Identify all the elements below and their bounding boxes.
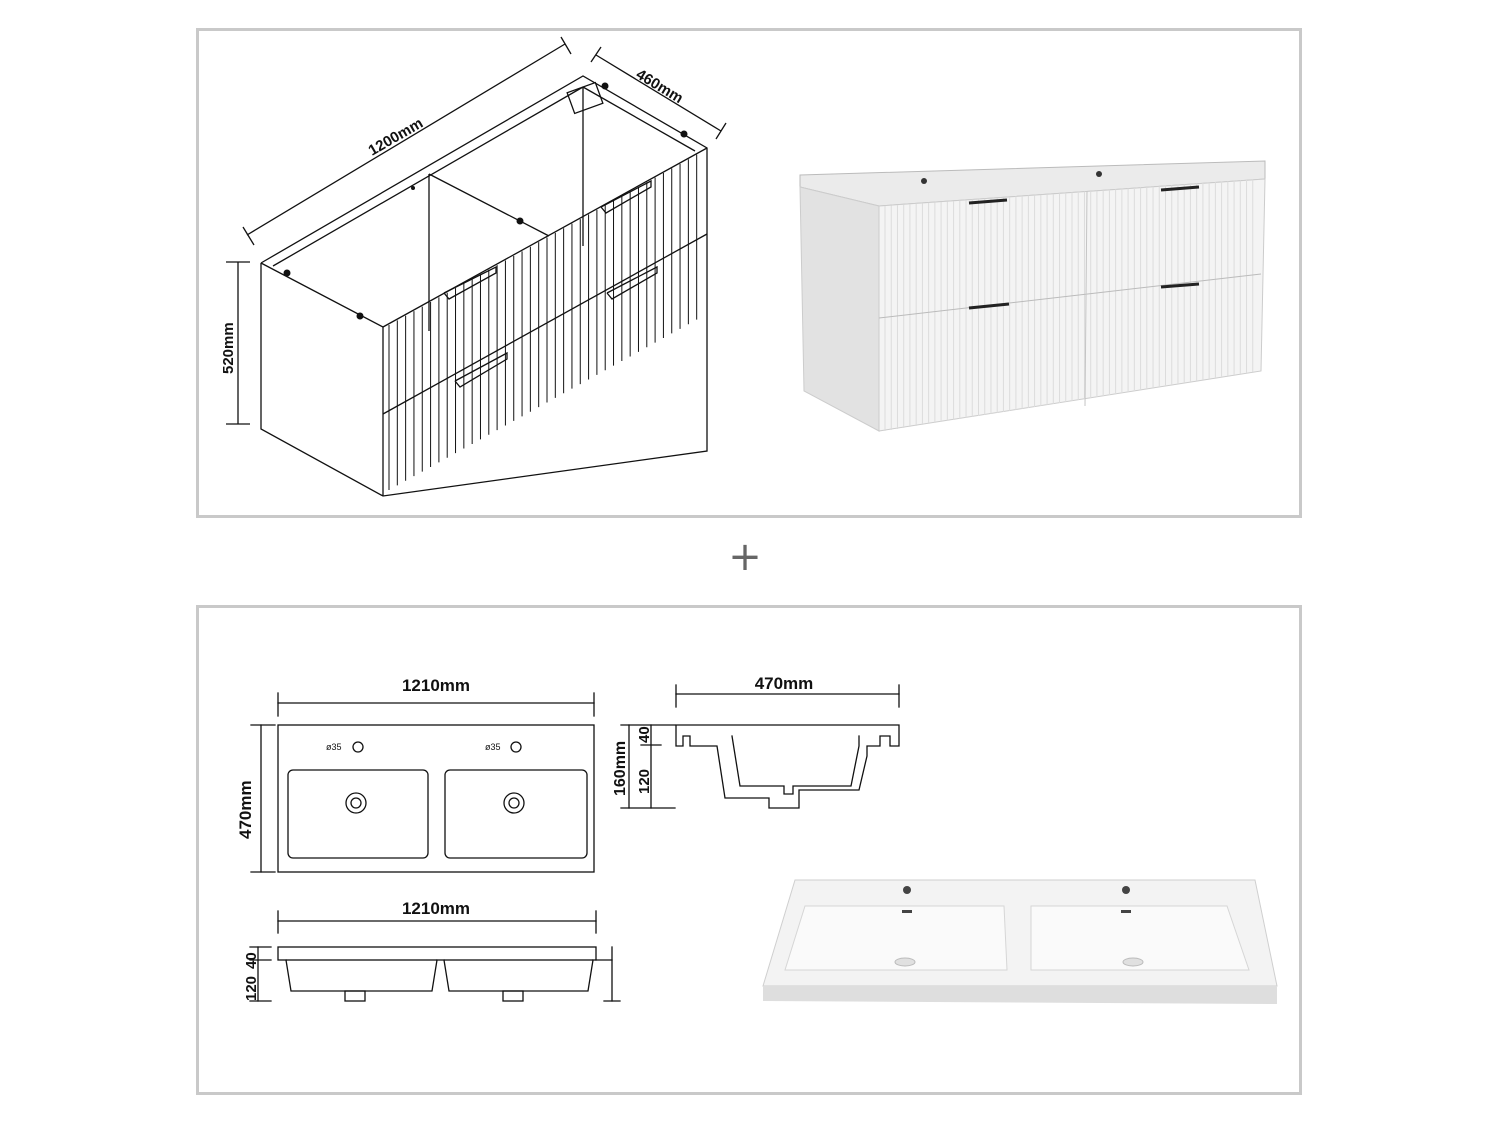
basin-figure: 1210mm 470mm ø35 ø35 470mm 160mm 40 120 — [236, 674, 1278, 1004]
render-handles — [968, 185, 1200, 310]
side-section-outline — [675, 724, 900, 809]
height-label: 520mm — [220, 322, 237, 374]
left-bowl — [287, 769, 429, 859]
top-view-depth-label: 470mm — [236, 780, 255, 839]
cabinet-outline — [260, 75, 708, 497]
depth-label: 460mm — [633, 66, 686, 107]
fixing-points — [283, 82, 688, 320]
plus-separator: + — [728, 534, 762, 580]
front-right-bowl — [443, 959, 594, 992]
front-view-rim-height-label: 40 — [243, 952, 260, 969]
top-view-width-label: 1210mm — [402, 676, 470, 695]
side-view-total-height-label: 160mm — [612, 741, 629, 796]
tap-hole-left-label: ø35 — [326, 742, 342, 752]
basin-panel: 1210mm 470mm ø35 ø35 470mm 160mm 40 120 — [196, 605, 1302, 1095]
right-bowl — [444, 769, 588, 859]
tap-hole-left — [352, 741, 364, 753]
cabinet-panel: 1200mm 460mm 520mm — [196, 28, 1302, 518]
cabinet-side — [799, 186, 880, 432]
front-left-bowl — [285, 959, 438, 992]
side-section-inner — [731, 735, 860, 795]
side-view-rim-height-label: 40 — [636, 726, 653, 743]
tap-hole-right-label: ø35 — [485, 742, 501, 752]
basin-render — [762, 879, 1278, 1004]
side-view-width-label: 470mm — [755, 674, 814, 693]
width-label: 1200mm — [366, 115, 427, 160]
side-view-bowl-height-label: 120 — [636, 769, 653, 794]
front-view-width-label: 1210mm — [402, 899, 470, 918]
basin-top-view — [250, 692, 595, 873]
cabinet-figure: 1200mm 460mm 520mm — [220, 36, 1266, 497]
width-dimension-line — [246, 43, 566, 236]
cabinet-render — [799, 160, 1266, 432]
depth-dimension-line — [595, 54, 722, 132]
cabinet-line-drawing — [226, 36, 727, 497]
tap-hole-right — [510, 741, 522, 753]
basin-front-view — [249, 910, 621, 1002]
front-view-bowl-height-label: 120 — [243, 976, 260, 1001]
basin-side-view — [620, 684, 900, 809]
